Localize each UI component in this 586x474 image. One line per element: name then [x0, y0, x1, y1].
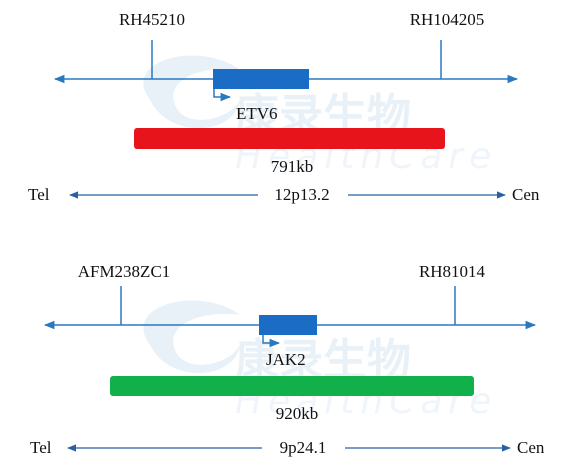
band-label-2: 9p24.1: [275, 438, 331, 458]
tel-label-1: Tel: [28, 185, 50, 204]
watermark-bottom: 康录生物 HealthCare: [143, 300, 491, 422]
tel-label-2: Tel: [30, 438, 52, 457]
band-label-1: 12p13.2: [270, 185, 334, 205]
gene-label-jak2: JAK2: [266, 350, 306, 369]
gene-label-etv6: ETV6: [236, 104, 278, 123]
gene-box-jak2: [259, 315, 317, 335]
marker-label-rh81014: RH81014: [418, 262, 486, 281]
gene-direction-arrow-etv6: [213, 89, 232, 102]
probe-bar-jak2: [110, 376, 474, 396]
marker-label-afm238zc1: AFM238ZC1: [77, 262, 171, 281]
probe-bar-etv6: [134, 128, 445, 149]
cen-label-2: Cen: [517, 438, 545, 457]
marker-label-rh45210: RH45210: [118, 10, 186, 29]
gene-direction-arrow-jak2: [262, 335, 281, 348]
probe-size-label-2: 920kb: [275, 404, 319, 423]
watermark-top: 康录生物 HealthCare: [143, 55, 491, 177]
cen-label-1: Cen: [512, 185, 540, 204]
marker-label-rh104205: RH104205: [409, 10, 485, 29]
gene-box-etv6: [213, 69, 309, 89]
probe-size-label-1: 791kb: [270, 157, 314, 176]
